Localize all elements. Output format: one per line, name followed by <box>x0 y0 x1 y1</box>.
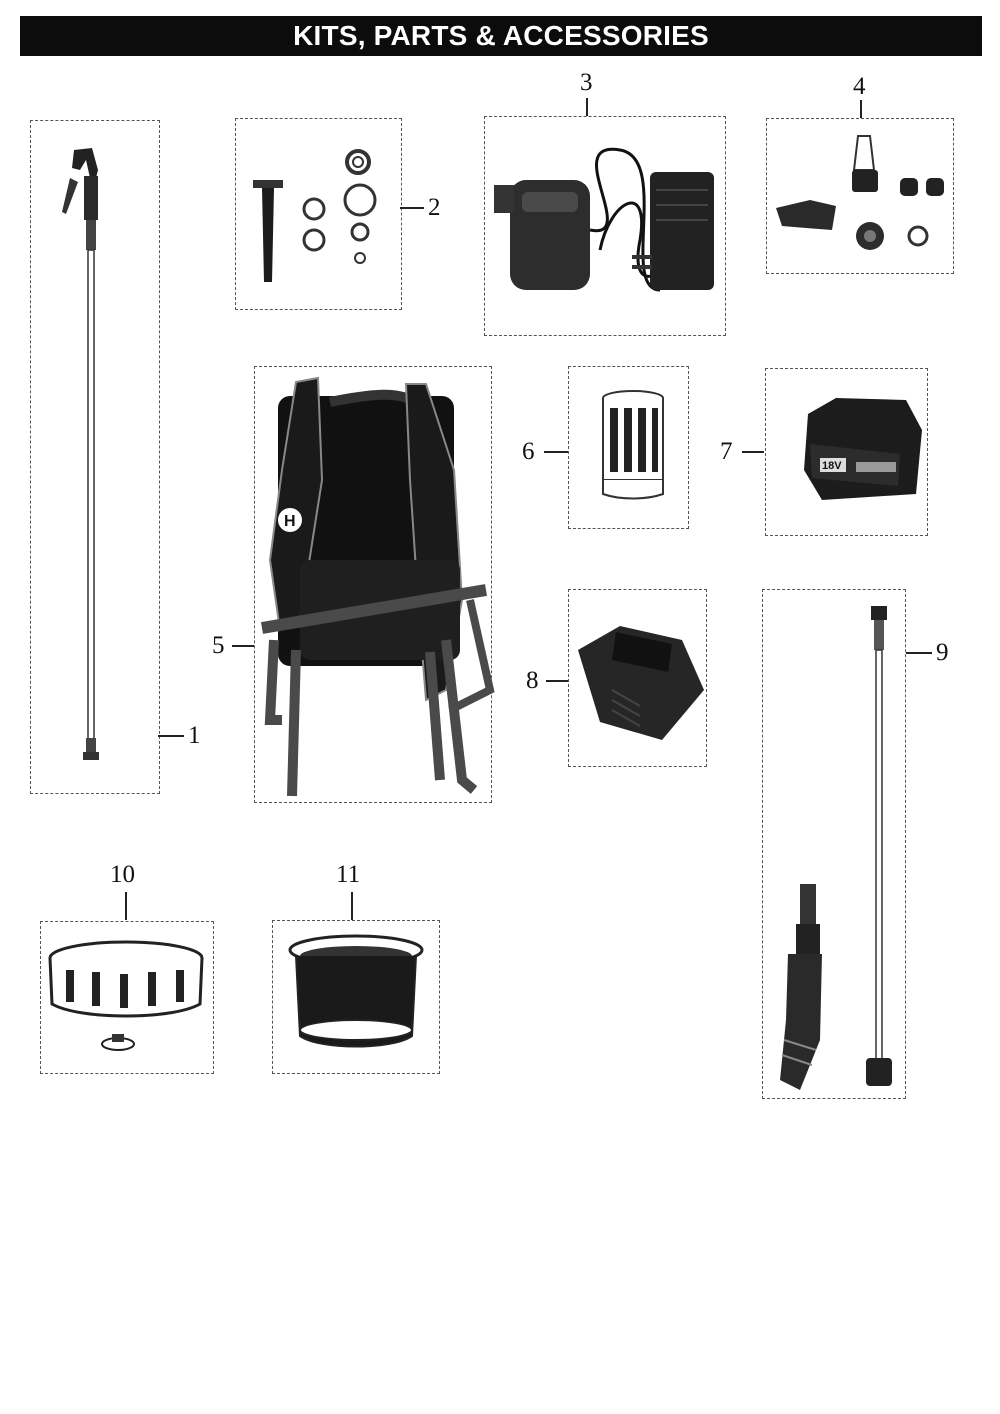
part-2-frame <box>235 118 402 310</box>
part-7-frame <box>765 368 928 536</box>
part-4-frame <box>766 118 954 274</box>
part-number-10: 10 <box>110 861 135 888</box>
part-6-frame <box>568 366 689 529</box>
part-10-frame <box>40 921 214 1074</box>
part-number-5: 5 <box>212 632 225 659</box>
part-8-frame <box>568 589 707 767</box>
part-1-frame <box>30 120 160 794</box>
part-number-3: 3 <box>580 69 593 96</box>
page-title: KITS, PARTS & ACCESSORIES <box>20 16 982 56</box>
svg-text:H: H <box>284 513 296 530</box>
part-9-frame <box>762 589 906 1099</box>
part-number-11: 11 <box>336 861 361 888</box>
part-number-7: 7 <box>720 438 733 465</box>
part-number-2: 2 <box>428 194 441 221</box>
part-3-frame <box>484 116 726 336</box>
part-number-4: 4 <box>853 73 866 100</box>
part-number-9: 9 <box>936 639 949 666</box>
part-number-8: 8 <box>526 667 539 694</box>
part-number-6: 6 <box>522 438 535 465</box>
part-11-frame <box>272 920 440 1074</box>
battery-voltage-label: 18V <box>822 460 842 472</box>
part-number-1: 1 <box>188 722 201 749</box>
part-5-frame <box>254 366 492 803</box>
